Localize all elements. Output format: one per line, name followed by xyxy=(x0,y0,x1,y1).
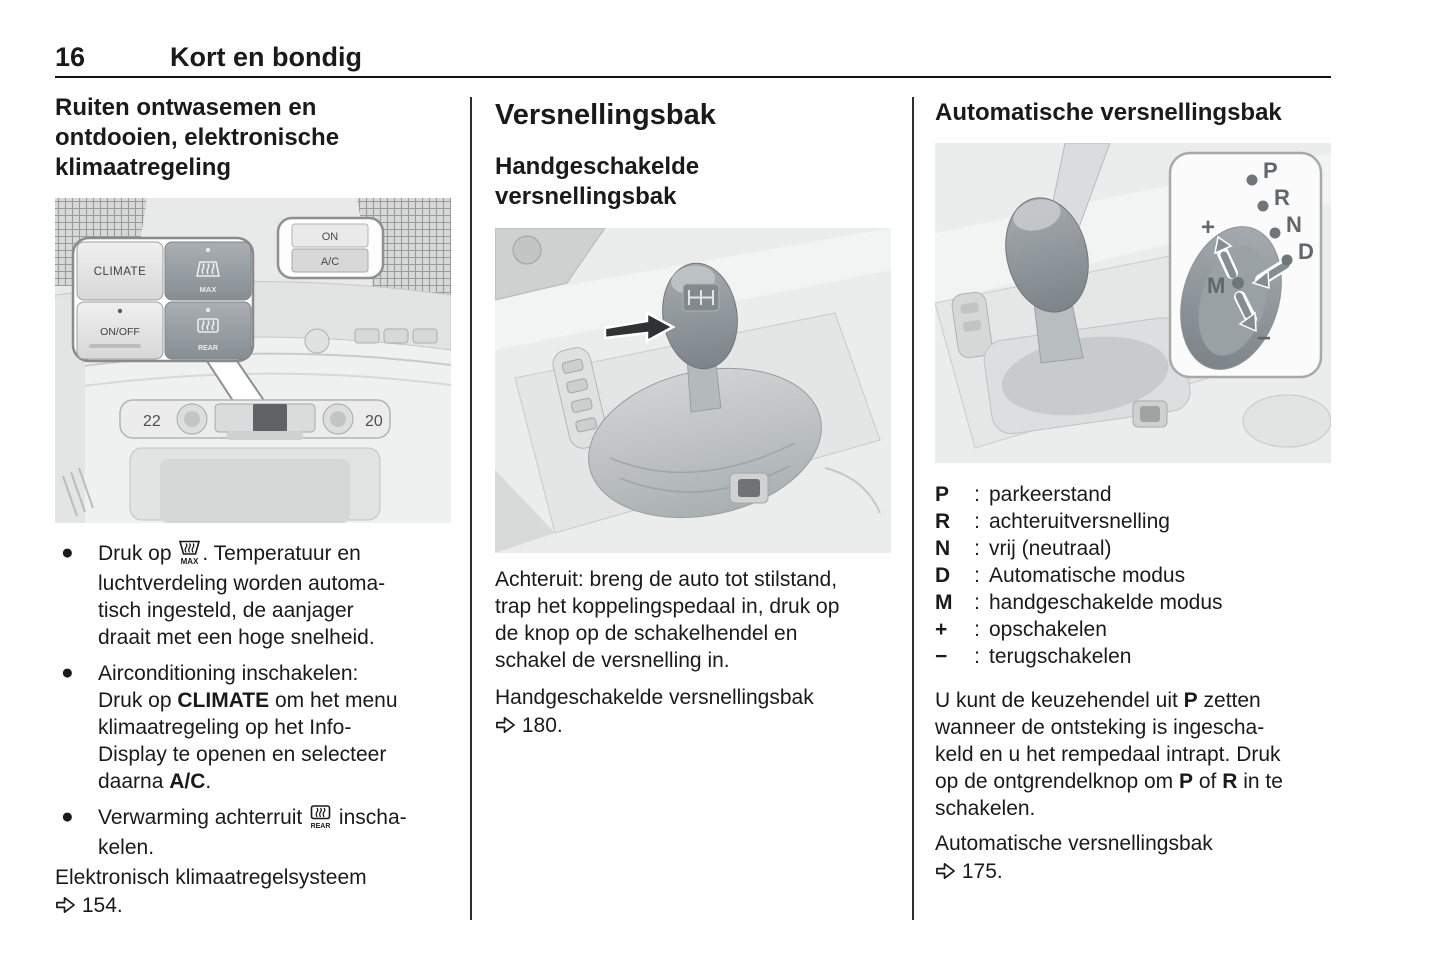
svg-text:REAR: REAR xyxy=(311,823,331,830)
console-button-strip xyxy=(951,291,993,359)
on-button xyxy=(291,223,369,248)
ac-button-label: A/C xyxy=(321,256,339,268)
page-arrow-icon xyxy=(495,712,516,740)
climate-controls-figure: ON A/C CLIMATE MAX xyxy=(54,198,452,528)
temperature-right: 20 xyxy=(365,413,383,430)
bullet-item: ●Airconditioning inschakelen:Druk op CLI… xyxy=(61,661,398,793)
max-defrost-icon xyxy=(196,261,220,277)
title-line: ontdooien, elektronische xyxy=(55,124,340,151)
gate-letter-n: N xyxy=(1286,212,1302,237)
rear-defrost-icon xyxy=(197,318,219,333)
on-button-label: ON xyxy=(322,231,339,243)
cup-holder xyxy=(1242,394,1332,448)
subtitle-line: versnellingsbak xyxy=(495,183,677,210)
manual-gearbox-paragraph: Achteruit: breng de auto tot stilstand,t… xyxy=(495,568,840,672)
manual-gearbox-figure xyxy=(494,227,891,558)
temperature-left: 22 xyxy=(143,413,161,430)
gate-letters: P R N D M + − xyxy=(1201,158,1314,352)
strip-highlight-button xyxy=(253,404,287,432)
legend-key: + xyxy=(935,618,948,641)
bullet-marker: ● xyxy=(61,541,74,564)
gate-letter-minus: − xyxy=(1257,325,1271,352)
legend-row: R:achteruitversnelling xyxy=(935,510,1170,533)
manual-gearbox-page-reference: Handgeschakelde versnellingsbak 180. xyxy=(495,684,891,740)
console-small-button xyxy=(729,472,769,504)
gate-letter-p: P xyxy=(1263,158,1278,183)
legend-key: N xyxy=(935,537,951,560)
gate-letter-r: R xyxy=(1274,185,1290,210)
onoff-button-label: ON/OFF xyxy=(100,326,140,338)
max-defrost-icon: MAX xyxy=(177,540,202,570)
column-divider-left xyxy=(470,97,472,920)
on-ac-callout: ON A/C xyxy=(276,216,385,280)
header-rule xyxy=(55,76,1331,78)
legend-row: D:Automatische modus xyxy=(935,564,1186,587)
section-title-climate: Ruiten ontwasemen en ontdooien, elektron… xyxy=(55,93,451,183)
legend-desc: Automatische modus xyxy=(989,564,1186,587)
chapter-title: Kort en bondig xyxy=(170,42,362,72)
shift-gate-inset: P R N D M + − xyxy=(1168,151,1323,379)
texture-hatch xyxy=(62,467,94,517)
automatic-gearbox-page-reference: Automatische versnellingsbak 175. xyxy=(935,830,1331,886)
legend-key: M xyxy=(935,591,953,614)
gate-letter-m: M xyxy=(1207,273,1225,298)
rear-defrost-icon: REAR xyxy=(308,804,333,834)
max-button-label: MAX xyxy=(200,285,217,294)
legend-desc: handgeschakelde modus xyxy=(989,591,1223,614)
climate-callout-bubble: CLIMATE MAX ON/OFF xyxy=(71,236,269,412)
climate-button-label: CLIMATE xyxy=(94,266,147,278)
page-number: 16 xyxy=(55,42,86,72)
gate-letter-plus: + xyxy=(1201,214,1215,241)
bullet-marker: ● xyxy=(61,661,74,684)
legend-desc: parkeerstand xyxy=(989,483,1112,506)
legend-row: M:handgeschakelde modus xyxy=(935,591,1223,614)
subtitle-line: Handgeschakelde xyxy=(495,153,700,180)
automatic-gearbox-figure: P R N D M + − xyxy=(934,142,1332,468)
bullet-item: ●Verwarming achterruit REAR inscha-kelen… xyxy=(61,804,407,859)
page-arrow-icon xyxy=(55,892,76,920)
legend-row: P:parkeerstand xyxy=(935,483,1112,506)
climate-page-reference: Elektronisch klimaatregelsysteem 154. xyxy=(55,864,451,920)
legend-key: D xyxy=(935,564,951,587)
shift-pattern-badge xyxy=(682,283,720,312)
svg-text:MAX: MAX xyxy=(181,557,199,566)
legend-row: −:terugschakelen xyxy=(935,645,1132,668)
climate-strip: 22 20 xyxy=(119,399,391,440)
subsection-title-manual-gearbox: Handgeschakelde versnellingsbak xyxy=(495,152,891,212)
legend-row: N:vrij (neutraal) xyxy=(935,537,1112,560)
legend-row: +:opschakelen xyxy=(935,618,1107,641)
legend-desc: achteruitversnelling xyxy=(989,510,1170,533)
legend-desc: vrij (neutraal) xyxy=(989,537,1112,560)
legend-desc: opschakelen xyxy=(989,618,1107,641)
dash-knob xyxy=(304,328,330,354)
column-divider-right xyxy=(912,97,914,920)
title-line: Ruiten ontwasemen en xyxy=(55,94,317,121)
gate-letter-d: D xyxy=(1298,239,1314,264)
bullet-marker: ● xyxy=(61,805,74,828)
gear-position-legend: P:parkeerstand R:achteruitversnelling N:… xyxy=(935,481,1331,670)
gate-arrowheads xyxy=(1214,235,1270,333)
legend-desc: terugschakelen xyxy=(989,645,1132,668)
page-arrow-icon xyxy=(935,858,956,886)
legend-key: P xyxy=(935,483,950,506)
callout-arrow xyxy=(603,310,676,344)
vent-buttons xyxy=(354,328,438,344)
ac-button xyxy=(291,248,369,273)
section-title-automatic-gearbox: Automatische versnellingsbak xyxy=(935,99,1282,126)
console-button-strip xyxy=(552,347,608,449)
rear-defrost-button xyxy=(164,301,252,360)
rear-button-label: REAR xyxy=(198,345,218,352)
legend-key: R xyxy=(935,510,951,533)
gate-dots xyxy=(1232,174,1293,289)
legend-key: − xyxy=(935,645,948,668)
climate-button xyxy=(76,241,164,301)
console-small-button xyxy=(1132,400,1168,428)
section-title-gearbox: Versnellingsbak xyxy=(495,99,716,131)
title-line: klimaatregeling xyxy=(55,154,232,181)
